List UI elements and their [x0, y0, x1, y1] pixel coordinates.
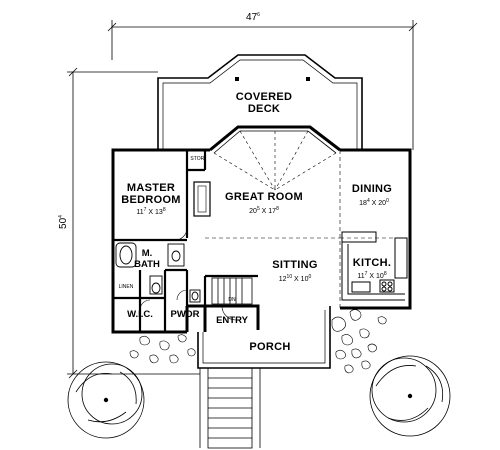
depth-label: 504 — [58, 215, 69, 229]
master-bedroom-size: 117 X 138 — [136, 207, 165, 216]
powder-label: PWDR — [170, 309, 199, 320]
entry-label: ENTRY — [216, 315, 249, 326]
dining-size: 184 X 200 — [359, 198, 389, 207]
kitchen-label: KITCH. — [353, 257, 391, 269]
bath-fixtures — [115, 242, 185, 295]
exterior-walls — [111, 125, 412, 334]
tree-left — [67, 361, 145, 439]
master-bath-label-1: M. — [142, 248, 153, 259]
fireplace — [193, 181, 211, 217]
sitting-size: 1210 X 100 — [279, 274, 312, 283]
front-steps — [199, 367, 261, 449]
door-swings — [139, 227, 237, 321]
entry-stairs — [211, 277, 253, 305]
deck-post — [306, 77, 310, 81]
covered-deck-label-2: DECK — [248, 103, 280, 115]
porch-outline — [197, 306, 331, 369]
porch-label: PORCH — [249, 341, 290, 353]
kitchen-size: 117 X 108 — [357, 271, 386, 280]
tree-right — [369, 355, 451, 437]
dining-label: DINING — [352, 183, 392, 195]
width-label: 476 — [246, 12, 260, 23]
kitchen-counters — [341, 231, 408, 301]
width-dimension — [107, 20, 418, 150]
linen-label: LINEN — [119, 284, 134, 290]
master-bedroom-label-2: BEDROOM — [121, 194, 181, 206]
great-room-bay — [213, 130, 337, 191]
stair-down-label: DN — [228, 297, 236, 303]
master-bath-label-2: BATH — [134, 259, 160, 270]
covered-deck-label-1: COVERED — [236, 91, 293, 103]
great-room-label: GREAT ROOM — [225, 191, 303, 203]
master-bedroom-label-1: MASTER — [127, 182, 175, 194]
great-room-size: 205 X 178 — [249, 206, 279, 215]
storage-label: STOR. — [190, 156, 205, 162]
wic-label: W.I.C. — [127, 309, 153, 320]
sitting-label: SITTING — [272, 259, 318, 271]
landscape-rocks — [129, 309, 387, 374]
interior-walls — [113, 150, 258, 332]
covered-deck-outline — [157, 54, 363, 150]
powder-fixtures — [189, 289, 201, 303]
deck-post — [235, 77, 239, 81]
